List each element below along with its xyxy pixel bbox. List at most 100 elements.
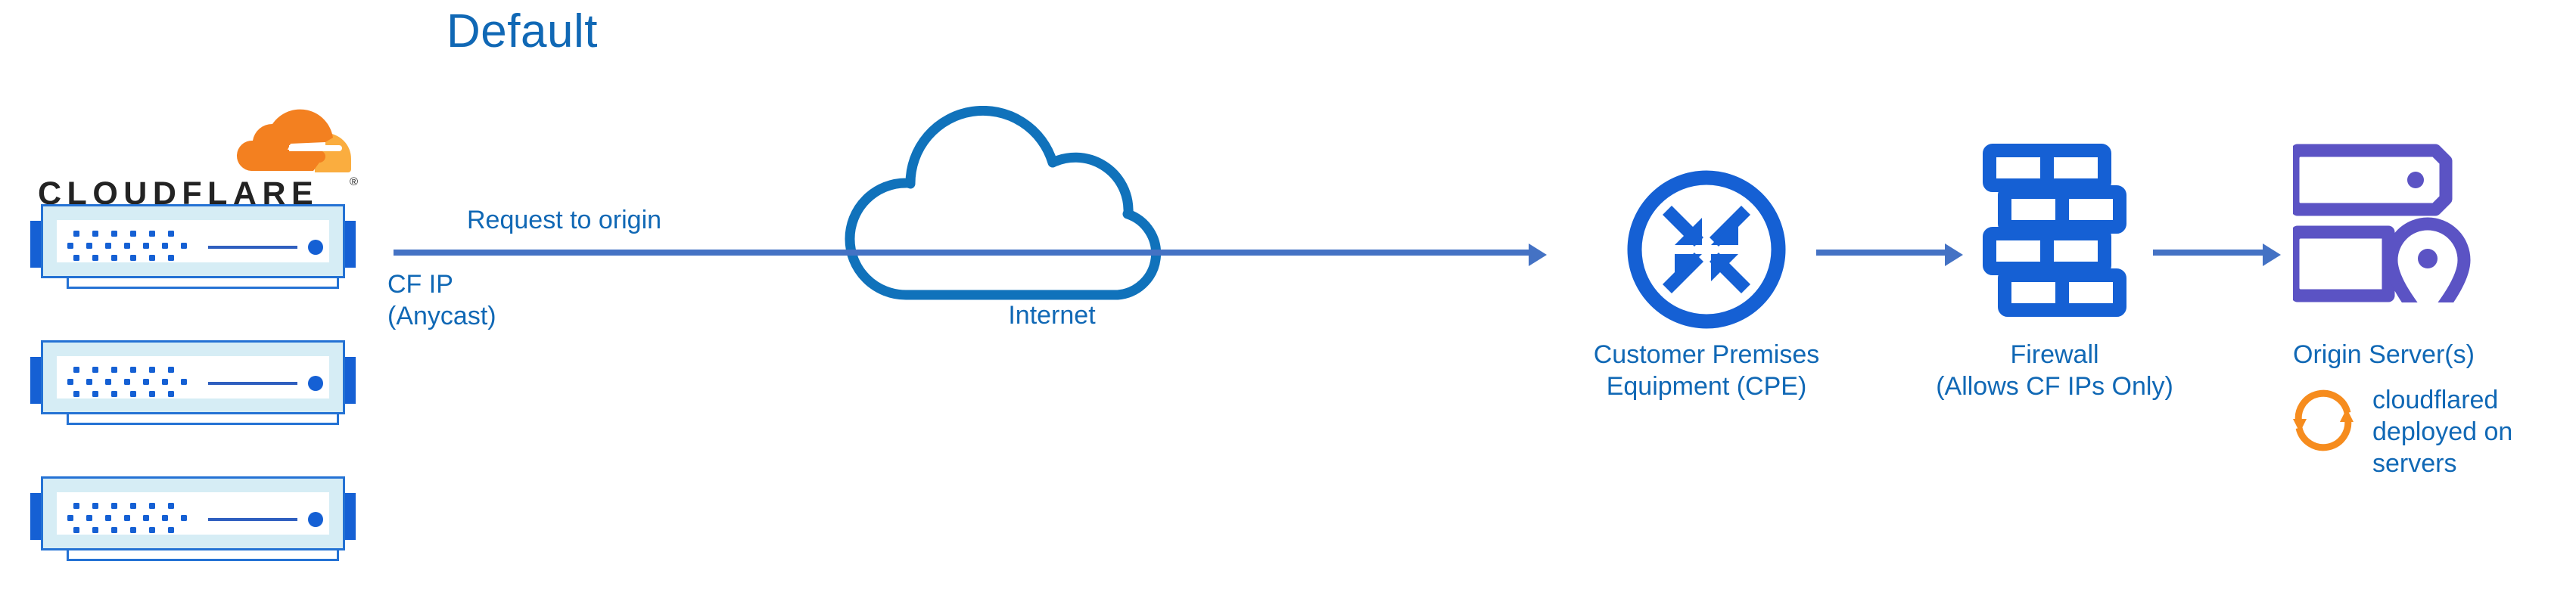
rack-vent-dot [168,231,174,237]
rack-vent-dot [181,243,187,249]
rack-vent-dot [73,503,79,509]
rack-vent-dot [124,379,130,385]
rack-vent-dot [86,515,92,521]
rack-vent-dot [130,391,136,397]
rack-vent-dot [130,367,136,373]
rack-vent-dot [86,243,92,249]
rack-vent-dot [149,391,155,397]
cpe-label: Customer Premises Equipment (CPE) [1593,340,1820,401]
rack-vent-dot [73,527,79,533]
rack-divider-line [208,246,297,249]
page-title: Default [446,5,598,57]
rack-vent-dot [92,527,98,533]
rack-vent-dot [105,379,111,385]
cloudflare-cloud-mark [210,106,362,175]
rack-shadow [67,550,339,561]
rack-vent-dot [149,255,155,261]
rack-vent-dot [130,255,136,261]
table-row [30,204,356,289]
rack-vent-dot [130,503,136,509]
rack-divider-line [208,518,297,521]
firewall-to-origin-line [2153,250,2263,256]
server-location-icon [2286,140,2482,332]
origin-server-label: Origin Server(s) [2293,340,2475,369]
cpe-to-firewall-line [1816,250,1945,256]
rack-vent-dot [162,243,168,249]
cloudflared-label: cloudflared deployed on servers [2372,386,2513,478]
rack-shadow [67,414,339,425]
rack-vent-dot [149,527,155,533]
rack-vent-dot [168,503,174,509]
router-icon [1623,166,1790,333]
firewall-to-origin-arrow-head-icon [2263,243,2281,266]
rack-vent-dot [67,243,73,249]
request-arrow-head-icon [1529,243,1547,266]
cpe-to-firewall-arrow-head-icon [1945,243,1963,266]
rack-vent-dot [130,231,136,237]
rack-vent-dot [111,503,117,509]
rack-vent-dot [67,515,73,521]
internet-cloud-icon [821,105,1275,302]
rack-vent-dot [111,255,117,261]
rack-vent-dot [168,255,174,261]
table-row [30,340,356,425]
rack-vent-dot [111,367,117,373]
rack-vent-dot [149,231,155,237]
sync-refresh-icon [2288,386,2358,455]
rack-vent-dot [67,379,73,385]
rack-vent-dot [92,255,98,261]
cloudflare-logo: CLOUDFLARE ® [38,106,363,212]
rack-vent-dot [92,367,98,373]
rack-chassis [41,204,345,278]
rack-vent-dot [111,527,117,533]
rack-vent-dot [92,391,98,397]
rack-panel [57,492,329,535]
rack-vent-dot [181,379,187,385]
rack-vent-dot [143,515,149,521]
rack-panel [57,356,329,398]
rack-chassis [41,340,345,414]
rack-vent-dot [143,379,149,385]
rack-vent-dot [149,503,155,509]
rack-status-led-icon [308,376,323,391]
rack-vent-dot [92,503,98,509]
rack-vent-dots [67,503,187,538]
firewall-label: Firewall (Allows CF IPs Only) [1936,340,2173,401]
rack-vent-dots [67,367,187,402]
rack-vent-dot [105,243,111,249]
rack-vent-dot [149,367,155,373]
rack-vent-dot [111,231,117,237]
rack-vent-dot [73,391,79,397]
rack-vent-dot [168,527,174,533]
rack-vent-dot [124,515,130,521]
rack-status-led-icon [308,240,323,255]
rack-vent-dot [73,255,79,261]
rack-panel [57,220,329,262]
rack-vent-dot [73,231,79,237]
rack-vent-dot [86,379,92,385]
rack-vent-dot [168,367,174,373]
rack-chassis [41,476,345,550]
request-arrow-line [394,250,1529,256]
rack-vent-dot [92,231,98,237]
rack-vent-dot [162,515,168,521]
internet-label: Internet [1008,301,1096,330]
rack-vent-dot [111,391,117,397]
table-row [30,476,356,561]
rack-status-led-icon [308,512,323,527]
rack-vent-dot [73,367,79,373]
request-to-origin-label: Request to origin [467,206,662,234]
brick-wall-icon [1983,144,2126,318]
rack-shadow [67,278,339,289]
rack-vent-dot [124,243,130,249]
rack-vent-dot [168,391,174,397]
rack-vent-dot [130,527,136,533]
rack-divider-line [208,382,297,385]
registered-trademark-icon: ® [350,175,359,188]
rack-vent-dot [105,515,111,521]
rack-vent-dot [143,243,149,249]
rack-vent-dot [162,379,168,385]
rack-vent-dot [181,515,187,521]
rack-vent-dots [67,231,187,265]
